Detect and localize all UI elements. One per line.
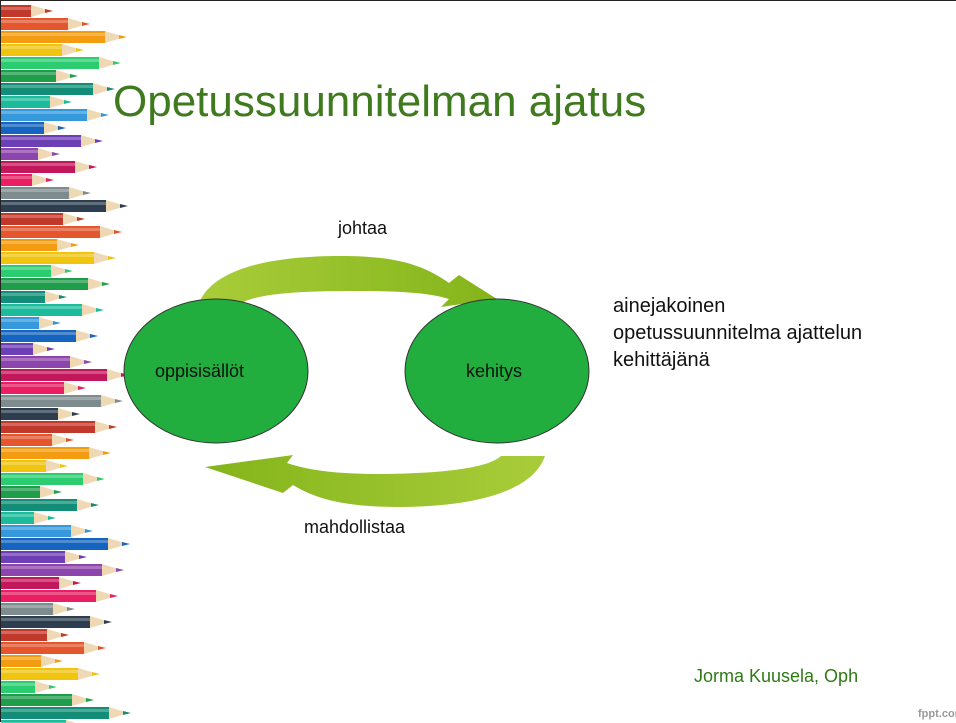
slide-title: Opetussuunnitelman ajatus bbox=[113, 77, 647, 126]
node-kehitys-label: kehitys bbox=[466, 361, 523, 381]
arrow-bottom-label: mahdollistaa bbox=[304, 517, 406, 537]
author-credit: Jorma Kuusela, Oph bbox=[694, 666, 859, 686]
arrow-top bbox=[199, 256, 497, 307]
arrow-top-label: johtaa bbox=[338, 218, 388, 238]
watermark-text: fppt.com bbox=[918, 708, 956, 720]
side-description-line-1: ainejakoinen bbox=[613, 295, 726, 317]
side-description-line-3: kehittäjänä bbox=[613, 349, 710, 371]
side-description-line-2: opetussuunnitelma ajattelun bbox=[613, 322, 863, 344]
arrow-bottom bbox=[205, 455, 545, 507]
side-description: ainejakoinen opetussuunnitelma ajattelun… bbox=[613, 293, 862, 374]
node-kehitys bbox=[404, 298, 590, 444]
node-oppisisallot bbox=[123, 298, 309, 444]
node-oppisisallot-label: oppisisällöt bbox=[155, 361, 245, 381]
